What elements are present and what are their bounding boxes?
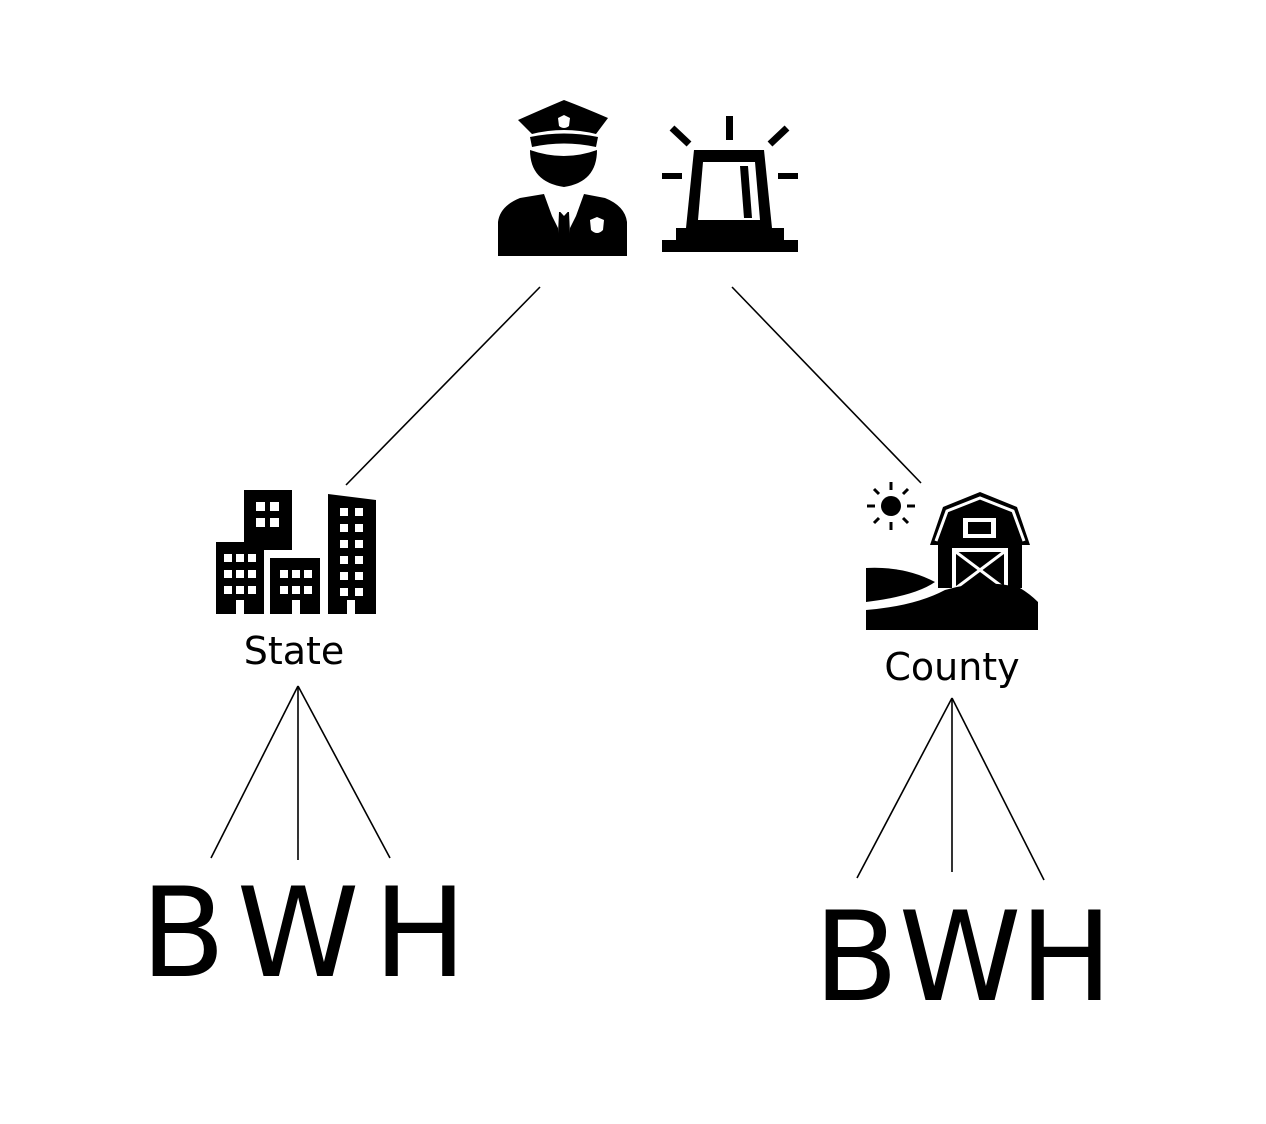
county-leaf-w: W	[899, 886, 1022, 1030]
collar-icon	[549, 198, 579, 216]
edge-county-to-b	[856, 697, 953, 879]
edge-top-to-state	[345, 286, 541, 486]
sun-icon	[867, 482, 915, 530]
state-leaf-w: W	[237, 862, 360, 1006]
chest-badge-icon	[590, 217, 604, 233]
state-label: State	[244, 629, 345, 673]
state-leaf-b: B	[140, 862, 225, 1006]
state-leaf-h: H	[373, 862, 466, 1006]
edge-state-to-b	[210, 685, 299, 859]
cap-badge-icon	[558, 115, 570, 128]
edge-state-to-h	[297, 685, 391, 859]
siren-light-icon	[662, 116, 798, 252]
edge-county-to-h	[951, 697, 1045, 881]
county-leaf-b: B	[813, 886, 898, 1030]
county-label: County	[884, 645, 1019, 689]
edge-top-to-county	[731, 286, 922, 484]
county-leaf-h: H	[1019, 886, 1112, 1030]
city-buildings-icon	[216, 490, 376, 614]
farm-barn-icon	[866, 482, 1038, 630]
